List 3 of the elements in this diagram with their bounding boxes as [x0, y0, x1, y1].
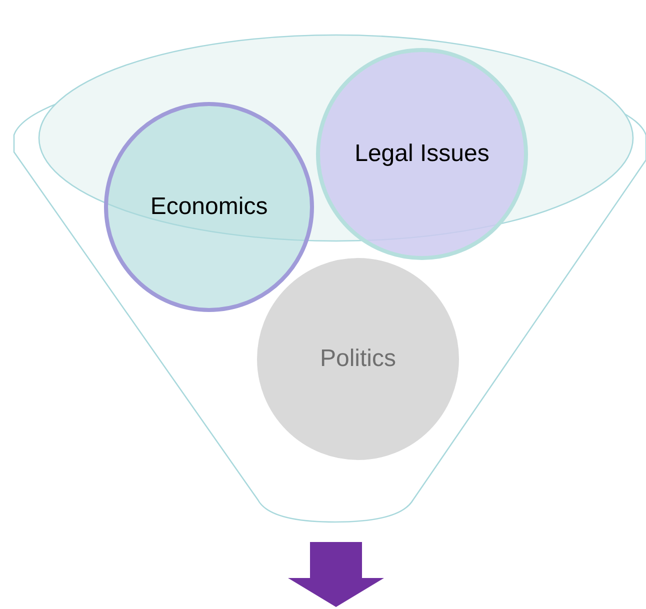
circle-label: Legal Issues — [354, 140, 490, 168]
circle-label: Politics — [318, 345, 398, 373]
circle-label: Economics — [149, 193, 269, 221]
